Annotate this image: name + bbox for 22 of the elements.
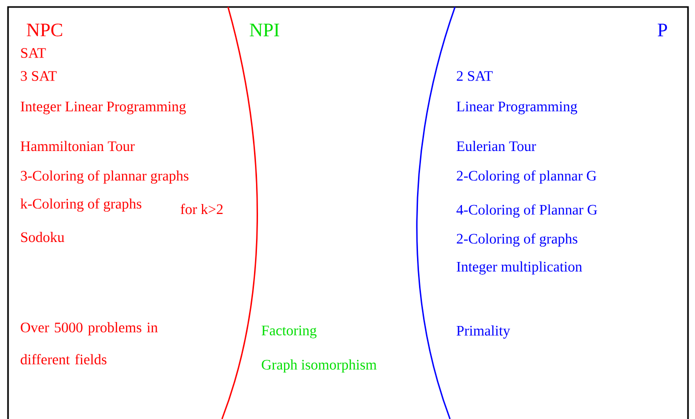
problem-text: 3 SAT (20, 71, 57, 81)
problem-text: SAT (21, 48, 46, 58)
set-heading: NPC (26, 24, 62, 36)
problem-text: 2 SAT (456, 71, 493, 81)
problem-text: Graph isomorphism (262, 359, 377, 373)
problem-text: Linear Programming (456, 102, 578, 114)
problem-text: Hammiltonian Tour (20, 140, 135, 152)
problem-text: 4-Coloring of Plannar G (456, 204, 598, 218)
problem-text: Factoring (262, 326, 317, 338)
problem-text: 3-Coloring of plannar graphs (20, 170, 188, 184)
problem-text: Eulerian Tour (456, 140, 536, 152)
problem-text: k-Coloring of graphs (20, 198, 142, 212)
problem-text: for k>2 (180, 204, 223, 214)
set-heading: NPI (250, 24, 280, 36)
problem-text: Over 5000 problems in different fields (20, 322, 158, 364)
problem-text: Integer multiplication (456, 261, 582, 275)
set-heading: P (658, 24, 667, 36)
problem-text: 2-Coloring of graphs (456, 233, 578, 247)
problem-text: Sodoku (21, 232, 64, 242)
problem-text: 2-Coloring of plannar G (456, 170, 596, 184)
problem-text: Primality (456, 325, 510, 339)
problem-text: Integer Linear Programming (20, 102, 186, 114)
